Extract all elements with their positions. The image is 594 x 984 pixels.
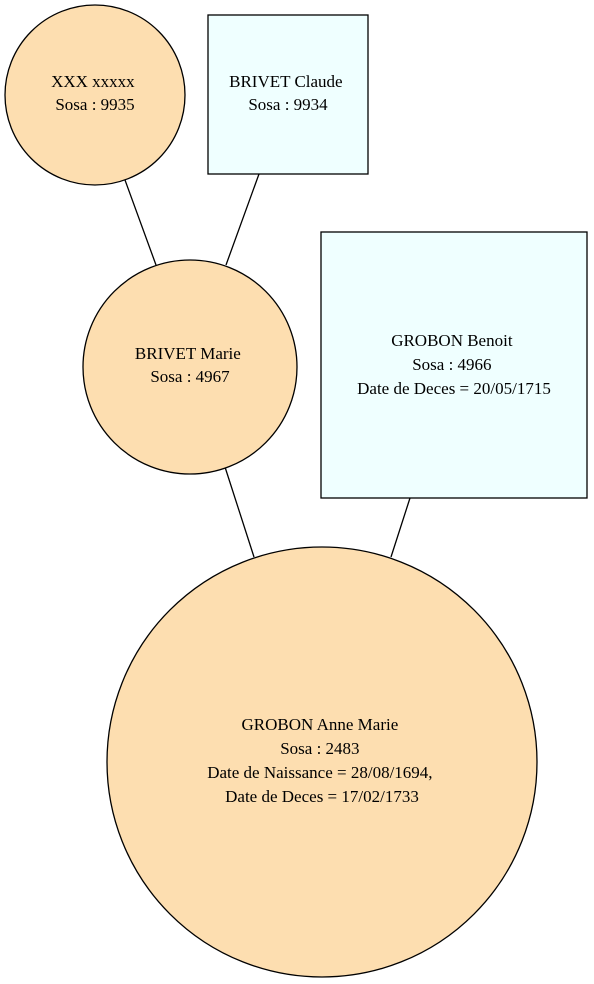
node-sosa: Sosa : 4966 xyxy=(412,355,491,374)
node-death-date: Date de Deces = 17/02/1733 xyxy=(225,787,419,806)
node-name: GROBON Anne Marie xyxy=(241,715,398,734)
svg-text:XXX xxxxx Sosa : 9935: XXX xxxxx Sosa : 9935 xyxy=(51,72,139,114)
node-shape xyxy=(106,546,538,978)
edge-brivet-marie-to-grobon-anne-marie xyxy=(224,466,255,558)
edge-grobon-benoit-to-grobon-anne-marie xyxy=(390,497,411,558)
node-sosa: Sosa : 9934 xyxy=(248,95,328,114)
svg-text:BRIVET Marie Sosa : 4967: BRIVET Marie Sosa : 4967 xyxy=(135,344,245,386)
node-sosa: Sosa : 4967 xyxy=(150,367,230,386)
person-node-brivet-marie[interactable]: BRIVET Marie Sosa : 4967 xyxy=(82,259,298,475)
node-birth-date: Date de Naissance = 28/08/1694, xyxy=(207,763,432,782)
svg-text:GROBON Benoit Sosa : 496: GROBON Benoit Sosa : 4966 Date de Deces … xyxy=(357,331,551,398)
node-sosa: Sosa : 9935 xyxy=(55,95,134,114)
node-death-date: Date de Deces = 20/05/1715 xyxy=(357,379,551,398)
person-node-xxx[interactable]: XXX xxxxx Sosa : 9935 xyxy=(4,4,186,186)
node-shape xyxy=(320,231,588,499)
svg-text:BRIVET Claude Sosa : 993: BRIVET Claude Sosa : 9934 xyxy=(229,72,347,114)
person-node-grobon-anne-marie[interactable]: GROBON Anne Marie Sosa : 2483 Date de Na… xyxy=(106,546,538,978)
person-node-grobon-benoit[interactable]: GROBON Benoit Sosa : 4966 Date de Deces … xyxy=(320,231,588,499)
svg-text:GROBON Anne Marie Sosa :: GROBON Anne Marie Sosa : 2483 Date de Na… xyxy=(207,715,437,806)
edge-xxx-to-brivet-marie xyxy=(124,179,157,266)
edge-brivet-claude-to-brivet-marie xyxy=(225,173,260,266)
person-node-brivet-claude[interactable]: BRIVET Claude Sosa : 9934 xyxy=(207,14,369,175)
node-name: BRIVET Claude xyxy=(229,72,342,91)
node-shape xyxy=(82,259,298,475)
node-name: XXX xxxxx xyxy=(51,72,135,91)
node-shape xyxy=(4,4,186,186)
edges xyxy=(124,173,411,558)
node-name: BRIVET Marie xyxy=(135,344,241,363)
node-shape xyxy=(207,14,369,175)
node-sosa: Sosa : 2483 xyxy=(280,739,359,758)
node-name: GROBON Benoit xyxy=(391,331,513,350)
